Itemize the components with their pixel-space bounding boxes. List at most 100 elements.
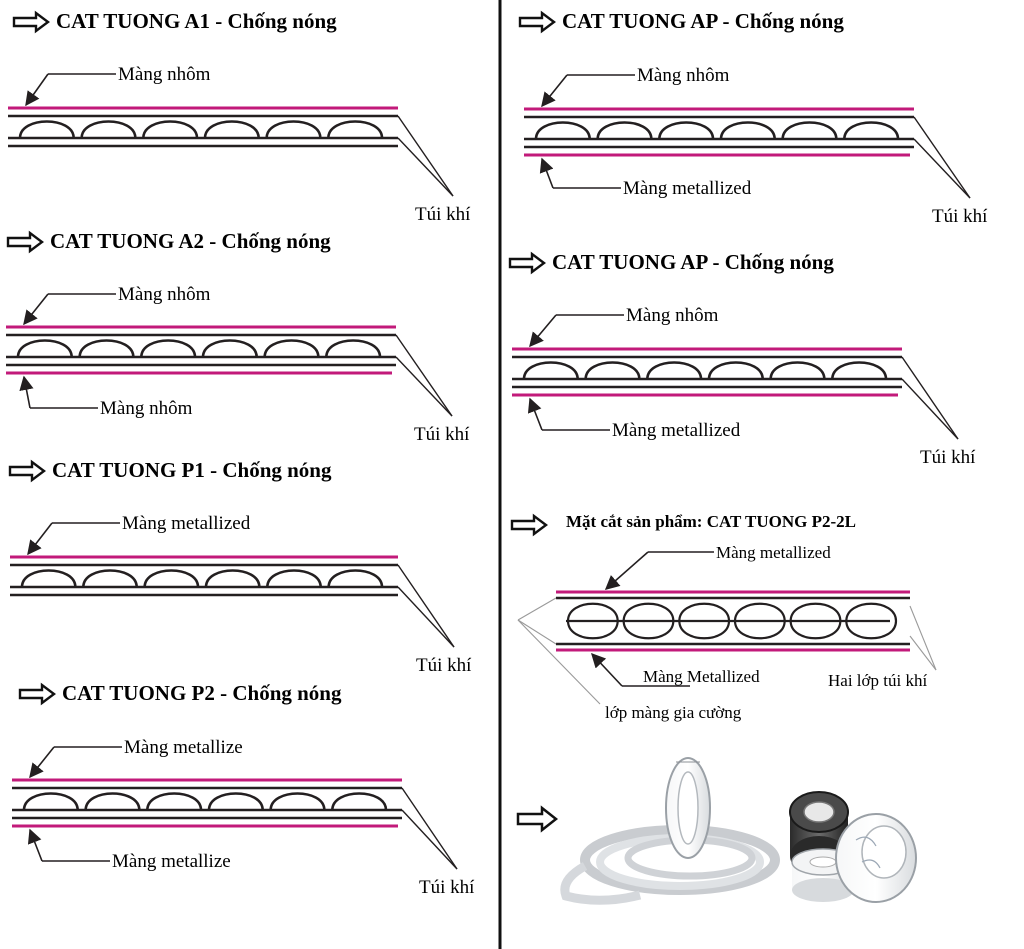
air-bubble bbox=[78, 339, 135, 358]
top-layer-label: Màng metallized bbox=[122, 513, 251, 534]
pocket-pointer-line bbox=[913, 138, 971, 199]
top-layer-label: Màng nhôm bbox=[118, 284, 211, 305]
arrow-right-icon bbox=[518, 10, 556, 34]
pocket-pointer-line bbox=[913, 116, 971, 199]
top-layer-label: Màng nhôm bbox=[118, 64, 211, 85]
air-bubble bbox=[646, 361, 703, 380]
arrow-right-shape bbox=[508, 251, 546, 275]
air-bubble bbox=[16, 339, 73, 358]
air-bubble bbox=[263, 339, 320, 358]
air-pocket-label: Túi khí bbox=[416, 655, 472, 676]
arrow-right-shape bbox=[12, 10, 50, 34]
pocket-pointer-line bbox=[395, 334, 453, 417]
arrow-right-shape bbox=[510, 513, 548, 537]
air-bubble bbox=[831, 361, 888, 380]
air-bubble bbox=[18, 120, 75, 139]
air-bubble bbox=[84, 792, 141, 811]
air-bubble bbox=[843, 121, 900, 140]
section-title: CAT TUONG AP - Chống nóng bbox=[552, 250, 834, 274]
film-cross-section bbox=[10, 555, 398, 597]
bottom-layer-pointer bbox=[27, 828, 43, 862]
air-bubble bbox=[140, 339, 197, 358]
pocket-pointer-line bbox=[397, 115, 454, 197]
air-bubble bbox=[325, 339, 382, 358]
tape-products bbox=[516, 757, 917, 905]
air-bubble-lower bbox=[566, 620, 619, 640]
reinforce-pointer-line bbox=[517, 619, 557, 645]
air-bubble bbox=[331, 792, 388, 811]
air-bubble-upper bbox=[622, 602, 675, 622]
arrow-right-shape bbox=[8, 459, 46, 483]
air-bubble bbox=[82, 569, 138, 588]
bottom-layer-pointer bbox=[19, 375, 34, 409]
top-layer-pointer bbox=[29, 746, 55, 779]
film-cross-section bbox=[524, 107, 914, 157]
air-bubble bbox=[207, 792, 264, 811]
pocket-pointer-line bbox=[397, 137, 454, 197]
air-bubble bbox=[266, 569, 322, 588]
bottom-layer-label: Màng nhôm bbox=[100, 398, 193, 419]
top-layer-pointer bbox=[23, 293, 49, 326]
arrow-right-icon bbox=[510, 513, 548, 537]
air-bubble-upper bbox=[789, 602, 842, 622]
air-bubble-upper bbox=[845, 602, 898, 622]
white-tape-roll-right bbox=[835, 813, 917, 903]
air-bubble-lower bbox=[678, 620, 731, 640]
section-title: CAT TUONG P1 - Chống nóng bbox=[52, 458, 332, 482]
thin-tape-roll bbox=[665, 757, 711, 859]
air-bubble bbox=[327, 120, 384, 139]
bottom-layer-label: Màng metallized bbox=[612, 420, 741, 441]
arrow-right-shape bbox=[6, 230, 44, 254]
air-bubble bbox=[719, 121, 776, 140]
air-bubble bbox=[146, 792, 203, 811]
pocket-pointer-line bbox=[395, 356, 453, 417]
arrow-right-icon bbox=[516, 805, 559, 833]
arrow-right-icon bbox=[18, 682, 56, 706]
top-layer-pointer bbox=[604, 551, 649, 590]
pocket-pointer-line bbox=[401, 809, 458, 870]
pocket-pointer-line bbox=[909, 605, 937, 671]
film-cross-section bbox=[6, 325, 396, 375]
arrow-right-shape bbox=[518, 10, 556, 34]
air-bubble bbox=[20, 569, 77, 588]
pocket-pointer-line bbox=[901, 356, 959, 440]
air-bubble bbox=[584, 361, 641, 380]
air-pocket-label: Túi khí bbox=[419, 877, 475, 898]
top-layer-pointer bbox=[27, 522, 53, 556]
top-layer-pointer bbox=[25, 73, 49, 107]
bottom-layer-label: Màng metallize bbox=[112, 851, 231, 872]
air-bubble-upper bbox=[566, 602, 619, 622]
ribbon-tape-coil bbox=[560, 825, 780, 905]
arrow-right-icon bbox=[508, 251, 546, 275]
air-bubble bbox=[781, 121, 838, 140]
top-layer-label: Màng metallize bbox=[124, 737, 243, 758]
bottom-layer-label: Màng Metallized bbox=[643, 667, 760, 686]
air-bubble-lower bbox=[789, 620, 842, 640]
pocket-pointer-line bbox=[397, 564, 455, 648]
air-bubble-upper bbox=[733, 602, 786, 622]
air-bubble bbox=[269, 792, 326, 811]
top-layer-pointer bbox=[541, 74, 568, 108]
air-bubble bbox=[203, 120, 260, 139]
top-layer-pointer bbox=[529, 314, 557, 348]
air-bubble bbox=[596, 121, 653, 140]
air-pocket-label: Túi khí bbox=[415, 204, 471, 225]
bottom-layer-pointer bbox=[591, 652, 623, 687]
pocket-pointer-line bbox=[401, 787, 458, 870]
arrow-right-shape bbox=[18, 682, 56, 706]
air-pocket-label: Túi khí bbox=[414, 424, 470, 445]
bottom-layer-pointer bbox=[527, 397, 543, 431]
air-pocket-label: Túi khí bbox=[920, 447, 976, 468]
reinforce-layer-label: lớp màng gia cường bbox=[605, 703, 742, 722]
air-bubble-lower bbox=[845, 620, 898, 640]
air-bubble bbox=[143, 569, 200, 588]
air-bubble bbox=[327, 569, 384, 588]
film-cross-section bbox=[12, 778, 402, 828]
reinforce-pointer-line bbox=[517, 619, 601, 705]
air-bubble-upper bbox=[678, 602, 731, 622]
top-layer-label: Màng nhôm bbox=[637, 65, 730, 86]
air-bubble bbox=[201, 339, 258, 358]
